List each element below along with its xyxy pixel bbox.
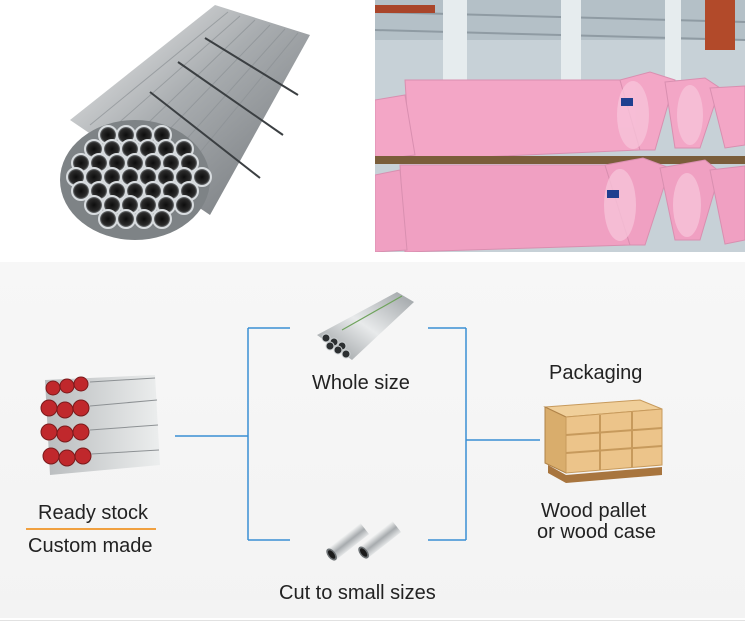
cut-to-small-sizes-label: Cut to small sizes bbox=[279, 582, 436, 604]
custom-made-label: Custom made bbox=[28, 535, 153, 557]
bottom-border bbox=[0, 620, 745, 621]
wood-pallet-label: Wood pallet bbox=[541, 500, 647, 522]
tube-end bbox=[174, 195, 194, 215]
packaged-bundles-warehouse-photo bbox=[375, 0, 745, 252]
wooden-crate-image bbox=[543, 399, 663, 483]
wood-case-label: or wood case bbox=[537, 521, 656, 543]
label-divider bbox=[26, 528, 156, 530]
ready-stock-pipes-image bbox=[40, 375, 160, 475]
packaging-label: Packaging bbox=[549, 362, 643, 384]
cut-tube-pieces-image bbox=[326, 521, 402, 561]
ready-stock-label: Ready stock bbox=[38, 502, 149, 524]
tube-end bbox=[152, 209, 172, 229]
whole-size-pipes-image bbox=[317, 292, 414, 360]
whole-size-label: Whole size bbox=[312, 372, 410, 394]
tube-end bbox=[192, 167, 212, 187]
steel-tube-bundle-photo bbox=[0, 0, 370, 255]
